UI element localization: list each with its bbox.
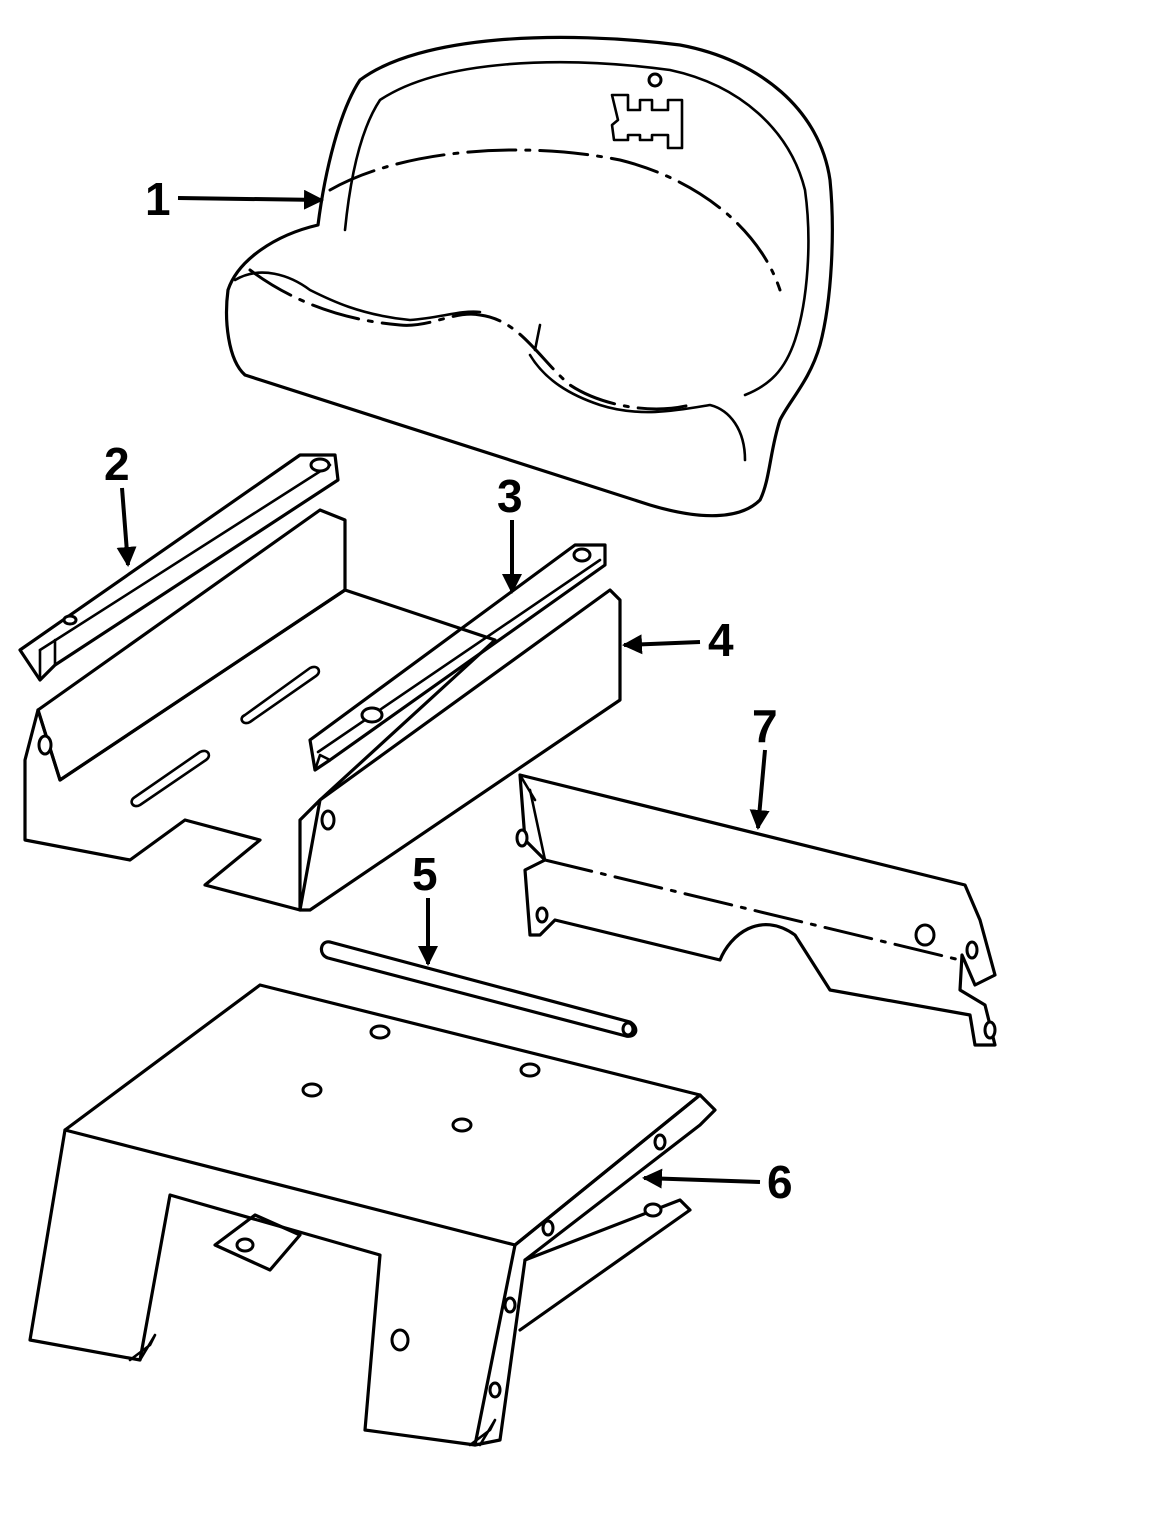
callout-label-7: 7 [752,700,778,752]
callout-7: 7 [752,700,778,828]
ih-logo-icon [612,95,682,148]
callout-6: 6 [644,1156,793,1208]
callout-3: 3 [497,470,523,592]
seat-cushion [227,37,833,515]
left-seat-rail [20,455,338,680]
callout-1: 1 [145,173,322,225]
callout-label-6: 6 [767,1156,793,1208]
callout-5: 5 [412,848,438,964]
callout-label-3: 3 [497,470,523,522]
callout-label-2: 2 [104,438,130,490]
callout-label-4: 4 [708,614,734,666]
callout-label-5: 5 [412,848,438,900]
callout-2: 2 [104,438,130,565]
pivot-rod [321,942,635,1036]
seat-slide-channel [25,510,620,910]
callout-label-1: 1 [145,173,171,225]
side-shield-panel [517,775,995,1045]
right-seat-rail [310,545,605,770]
seat-support-base [30,985,715,1445]
callout-4: 4 [624,614,734,666]
